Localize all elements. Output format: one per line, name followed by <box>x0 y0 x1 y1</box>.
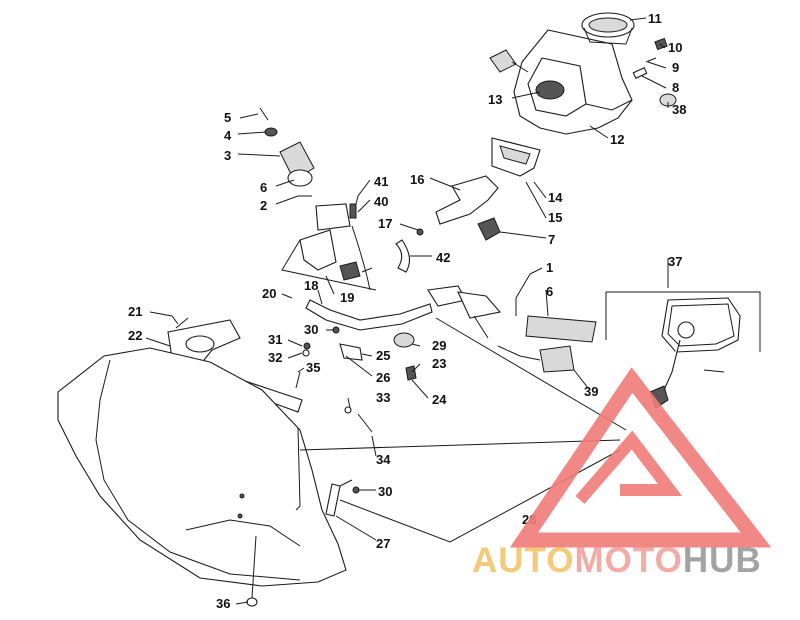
callout-16: 16 <box>410 172 424 187</box>
watermark-hub: HUB <box>683 541 762 580</box>
callout-32: 32 <box>268 350 282 365</box>
callout-20: 20 <box>262 286 276 301</box>
callout-33: 33 <box>376 390 390 405</box>
callout-23: 23 <box>432 356 446 371</box>
callout-22: 22 <box>128 328 142 343</box>
watermark-logo: AUTOMOTOHUB <box>472 367 772 580</box>
callout-41: 41 <box>374 174 388 189</box>
right-grip-part <box>525 315 597 343</box>
watermark-text: AUTOMOTOHUB <box>472 541 762 580</box>
callout-2: 2 <box>260 198 267 213</box>
callout-31: 31 <box>268 332 282 347</box>
callout-29: 29 <box>432 338 446 353</box>
handlebar-part <box>305 299 433 331</box>
callout-26: 26 <box>376 370 390 385</box>
left-grip-assembly <box>259 107 351 231</box>
callout-5: 5 <box>224 110 231 125</box>
throttle-block-part <box>299 229 373 281</box>
callout-6-left: 6 <box>260 180 267 195</box>
instrument-housing-part <box>513 29 633 135</box>
right-control-assembly <box>427 285 502 339</box>
knob-part <box>489 49 529 73</box>
callout-6-right: 6 <box>546 284 553 299</box>
callout-42: 42 <box>436 250 450 265</box>
callout-labels: 11 10 9 8 38 13 12 5 4 3 6 2 41 40 16 14… <box>128 11 686 611</box>
callout-12: 12 <box>610 132 624 147</box>
callout-13: 13 <box>488 92 502 107</box>
callout-36: 36 <box>216 596 230 611</box>
callout-17: 17 <box>378 216 392 231</box>
indicator-parts <box>632 37 677 107</box>
callout-4: 4 <box>224 128 232 143</box>
watermark-moto: MOTO <box>575 541 683 580</box>
callout-9: 9 <box>672 60 679 75</box>
watermark-auto: AUTO <box>472 541 575 580</box>
callout-18: 18 <box>304 278 318 293</box>
callout-15: 15 <box>548 210 562 225</box>
callout-7: 7 <box>548 232 555 247</box>
callout-40: 40 <box>374 194 388 209</box>
callout-38: 38 <box>672 102 686 117</box>
support-part <box>325 479 360 517</box>
harness-part <box>497 345 575 373</box>
callout-10: 10 <box>668 40 682 55</box>
callout-8: 8 <box>672 80 679 95</box>
left-bracket-part <box>167 317 303 413</box>
callout-39: 39 <box>584 384 598 399</box>
callout-19: 19 <box>340 290 354 305</box>
callout-24: 24 <box>432 392 447 407</box>
callout-37: 37 <box>668 254 682 269</box>
callout-3: 3 <box>224 148 231 163</box>
callout-27: 27 <box>376 536 390 551</box>
mount-bracket-parts <box>416 137 541 241</box>
windshield-part <box>57 347 347 607</box>
hardware-parts <box>295 326 417 433</box>
callout-25: 25 <box>376 348 390 363</box>
callout-35: 35 <box>306 360 320 375</box>
callout-14: 14 <box>548 190 563 205</box>
speedometer-part <box>581 12 635 45</box>
mirror-part <box>649 297 741 409</box>
watermark-triangle <box>509 367 772 548</box>
callout-34: 34 <box>376 452 391 467</box>
callout-30-upper: 30 <box>304 322 318 337</box>
callout-30-lower: 30 <box>378 484 392 499</box>
watermark-triangle-inner <box>575 430 683 504</box>
callout-11: 11 <box>648 11 662 26</box>
callout-21: 21 <box>128 304 142 319</box>
callout-1: 1 <box>546 260 553 275</box>
cable-parts <box>349 203 411 291</box>
